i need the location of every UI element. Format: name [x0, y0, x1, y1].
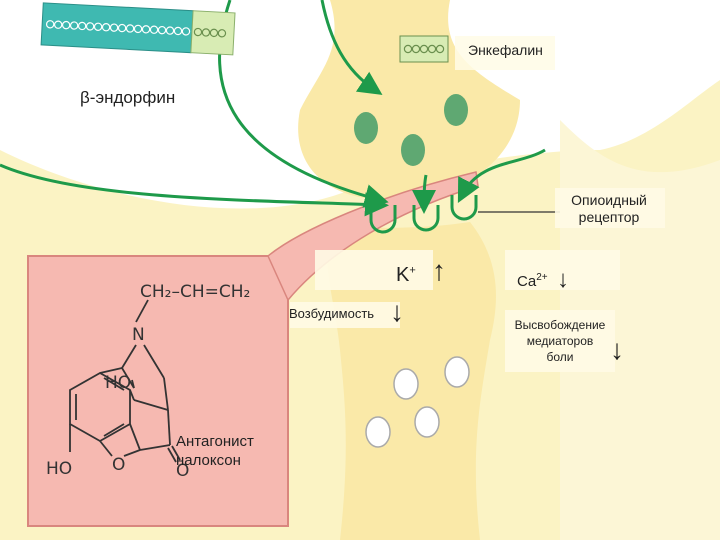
peptide-bead [85, 22, 95, 31]
antagonist-line2: налоксон [176, 452, 241, 469]
peptide-bead [403, 44, 413, 54]
right-arrow [457, 148, 546, 203]
opioid-receptor-label: Опиоидный рецептор [556, 192, 662, 226]
release-line3: боли [546, 350, 574, 364]
peptide-bead [141, 25, 151, 34]
peptide-bead [181, 27, 191, 36]
peptide-bead [173, 26, 183, 36]
peptide-bead [101, 23, 111, 32]
peptide-bead [193, 27, 203, 37]
peptide-bead [61, 20, 71, 30]
ring-oxygen: O [112, 455, 125, 475]
peptide-bead [69, 21, 79, 30]
enkephalin-arrow [320, 0, 383, 95]
calcium-down-arrow: ↓ [557, 266, 569, 293]
antagonist-label: Антагонист налоксон [176, 432, 254, 470]
calcium-symbol: Ca [517, 273, 537, 290]
release-line2: медиаторов [526, 334, 594, 348]
vesicle-white [393, 368, 419, 400]
vesicle-white [365, 416, 391, 448]
receptor-label-bg [555, 188, 665, 228]
peptide-bead [125, 24, 135, 33]
opioid-receptor [369, 205, 397, 234]
vesicle-white [444, 356, 470, 388]
peptide-bead [157, 25, 167, 35]
nitrogen-atom: N [132, 325, 145, 345]
hydroxyl-bottom: HO [46, 459, 72, 479]
excitability-box [290, 302, 400, 328]
excitability-down-arrow: ↓ [390, 296, 404, 327]
presynaptic-terminal [298, 0, 520, 200]
peptide-bead [77, 21, 87, 31]
potassium-label: K+ [396, 264, 416, 287]
potassium-up-arrow: ↑ [432, 255, 446, 286]
beta-endorphin-label: β-эндорфин [80, 88, 176, 107]
vesicle-green [401, 134, 425, 166]
allyl-group: CH₂–CH=CH₂ [140, 282, 250, 302]
peptide-bead [209, 28, 219, 38]
release-box [505, 310, 615, 372]
opioid-receptor [412, 205, 440, 232]
opioid-receptor-line1: Опиоидный [571, 192, 647, 208]
peptide-bead [165, 26, 175, 35]
potassium-charge: + [409, 264, 416, 277]
peptide-bead [93, 22, 103, 32]
vesicle-white [414, 406, 440, 438]
peptide-bead [217, 29, 227, 38]
antagonist-label-bg [172, 428, 270, 474]
release-label: Высвобождение медиаторов боли [500, 317, 620, 365]
enkephalin-label: Энкефалин [468, 42, 543, 58]
peptide-bead [435, 44, 445, 54]
enkephalin-peptide [399, 35, 449, 63]
release-down-arrow: ↓ [610, 334, 624, 365]
calcium-charge: 2+ [536, 272, 548, 283]
vesicle-green [354, 112, 378, 144]
release-line1: Высвобождение [514, 318, 606, 332]
peptide-bead [53, 20, 63, 29]
antagonist-line1: Антагонист [176, 433, 254, 450]
peptide-bead [419, 44, 429, 54]
vesicle-green [444, 94, 468, 126]
center-arrow [412, 174, 437, 214]
excitability-label: Возбудимость [289, 306, 375, 321]
beta-endorphin-peptide [40, 2, 236, 56]
opioid-receptor-line2: рецептор [578, 209, 640, 225]
peptide-bead [411, 44, 421, 54]
calcium-label: Ca2+ [517, 272, 548, 290]
enkephalin-label-bg [455, 36, 555, 70]
endorphin-arrow [0, 163, 389, 217]
potassium-symbol: K [396, 264, 410, 286]
peptide-bead [149, 25, 159, 34]
ca-box [505, 250, 620, 290]
peptide-bead [427, 44, 437, 54]
opioid-receptor [450, 195, 478, 221]
peptide-bead [201, 28, 211, 37]
k-box [315, 250, 433, 290]
ketone-oxygen: O [176, 461, 189, 481]
peptide-bead [117, 23, 127, 33]
hydroxyl-top: HO [105, 373, 131, 393]
peptide-bead [45, 20, 55, 29]
peptide-bead [109, 23, 119, 32]
antagonist-panel [27, 255, 289, 527]
peptide-bead [133, 24, 143, 34]
naloxone-structure [69, 299, 181, 463]
